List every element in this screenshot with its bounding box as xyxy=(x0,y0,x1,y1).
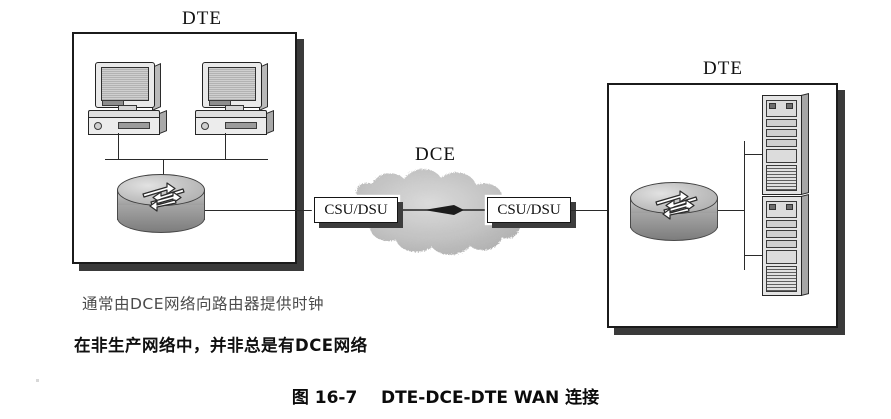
router-arrows-icon xyxy=(142,182,185,212)
server-drop-wire-top xyxy=(744,154,766,155)
server-tower-icon xyxy=(762,194,810,296)
server-tower-icon xyxy=(762,93,810,195)
serial-link-left-wire xyxy=(205,210,319,211)
router-icon xyxy=(117,172,209,234)
server-bus-stub-wire xyxy=(718,210,744,211)
lan-router-uplink-wire xyxy=(163,159,164,185)
csu-dsu-right-label: CSU/DSU xyxy=(497,201,561,218)
csu-dsu-left[interactable]: CSU/DSU xyxy=(314,197,398,223)
note-line-1: 通常由DCE网络向路由器提供时钟 xyxy=(82,295,325,313)
dte-right-label: DTE xyxy=(703,58,743,79)
desktop-pc-icon xyxy=(88,62,167,138)
csu-dsu-left-label: CSU/DSU xyxy=(324,201,388,218)
server-drop-wire-bottom xyxy=(744,255,766,256)
figure-caption: 图 16-7 DTE-DCE-DTE WAN 连接 xyxy=(291,388,600,408)
dce-label: DCE xyxy=(415,144,456,165)
csu-dsu-right[interactable]: CSU/DSU xyxy=(487,197,571,223)
lan-bus-wire xyxy=(105,159,268,160)
router-arrows-icon xyxy=(655,190,698,220)
server-bus-lower-wire xyxy=(744,210,745,270)
scan-speck xyxy=(36,379,39,382)
dte-left-label: DTE xyxy=(182,8,222,29)
note-line-2: 在非生产网络中，并非总是有DCE网络 xyxy=(74,336,368,355)
router-icon xyxy=(630,180,722,242)
server-bus-upper-wire xyxy=(744,141,745,218)
lan-drop-wire-pc1 xyxy=(118,133,119,159)
lan-drop-wire-pc2 xyxy=(225,133,226,159)
desktop-pc-icon xyxy=(195,62,274,138)
